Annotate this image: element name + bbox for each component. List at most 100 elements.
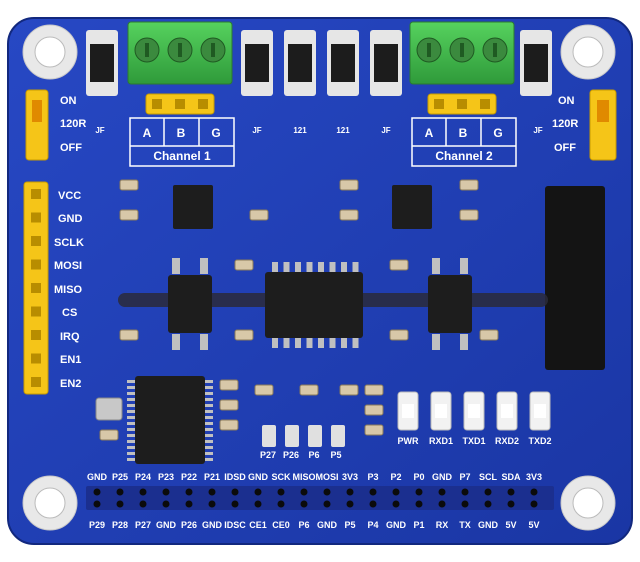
ic-pin bbox=[127, 422, 135, 425]
ic-pin bbox=[205, 410, 213, 413]
ic-pin bbox=[352, 262, 359, 272]
gpio-bottom-label: 5V bbox=[505, 520, 517, 530]
smd-component bbox=[119, 209, 139, 221]
smd-component bbox=[119, 179, 139, 191]
ic-pin bbox=[205, 446, 213, 449]
gpio-top-label: GND bbox=[87, 472, 107, 482]
ic-pin bbox=[127, 428, 135, 431]
led-label-pwr: PWR bbox=[397, 436, 419, 446]
gpio-bottom-label: P6 bbox=[298, 520, 310, 530]
gpio-bottom-label: P27 bbox=[134, 520, 152, 530]
gpio-top-label: P7 bbox=[459, 472, 471, 482]
ic-pin bbox=[127, 452, 135, 455]
gpio-bottom-label: P26 bbox=[180, 520, 198, 530]
smd-component bbox=[389, 259, 409, 271]
channel-1-title: Channel 1 bbox=[153, 149, 211, 163]
smd-component bbox=[234, 259, 254, 271]
gpio-pin bbox=[162, 488, 170, 496]
gpio-pin bbox=[346, 500, 354, 508]
gpio-bottom-label: GND bbox=[478, 520, 498, 530]
smd-component bbox=[99, 429, 119, 441]
smd-component bbox=[364, 404, 384, 416]
spi-pin bbox=[31, 306, 41, 317]
smd-component bbox=[249, 209, 269, 221]
level-shifter-chip bbox=[135, 376, 205, 464]
gpio-pin bbox=[300, 488, 308, 496]
gpio-pin bbox=[392, 500, 400, 508]
smd-component bbox=[389, 329, 409, 341]
right-switch-label-on: ON bbox=[558, 95, 575, 107]
channel-2-header bbox=[427, 93, 497, 115]
ic-pin bbox=[306, 338, 313, 348]
gpio-pin bbox=[208, 488, 216, 496]
smd-component bbox=[339, 179, 359, 191]
left-switch-label-120r: 120R bbox=[60, 118, 87, 130]
led-label-rxd2: RXD2 bbox=[494, 436, 520, 446]
channel-2-title: Channel 2 bbox=[435, 149, 493, 163]
spi-label-en1: EN1 bbox=[60, 354, 82, 366]
jumper-label-p6: P6 bbox=[308, 450, 320, 460]
ic-pin bbox=[352, 338, 359, 348]
led-label-txd2: TXD2 bbox=[528, 436, 552, 446]
ic-pin bbox=[205, 428, 213, 431]
gpio-bottom-label: GND bbox=[156, 520, 176, 530]
jumper-pad bbox=[285, 425, 299, 447]
ic-pin bbox=[329, 338, 336, 348]
ic-pin bbox=[205, 458, 213, 461]
ic-pin bbox=[205, 416, 213, 419]
smd-component bbox=[479, 329, 499, 341]
termination-switch-right[interactable] bbox=[589, 89, 617, 161]
spi-label-gnd: GND bbox=[58, 213, 83, 225]
ic-pin bbox=[127, 380, 135, 383]
ic-pin bbox=[127, 458, 135, 461]
ic-pin bbox=[205, 404, 213, 407]
ic-pin bbox=[205, 398, 213, 401]
terminal-block-channel-2[interactable] bbox=[409, 21, 515, 85]
gpio-top-label: 3V3 bbox=[525, 472, 543, 482]
ic-pin bbox=[295, 262, 301, 272]
mounting-hole-top-right bbox=[560, 24, 616, 80]
jumper-pad bbox=[331, 425, 345, 447]
gpio-pin bbox=[392, 488, 400, 496]
terminal-block-channel-1[interactable] bbox=[127, 21, 233, 85]
termination-switch-left[interactable] bbox=[25, 89, 49, 161]
gpio-bottom-label: CE1 bbox=[249, 520, 267, 530]
resistor-mark-6: JF bbox=[533, 126, 543, 135]
smd-component bbox=[234, 329, 254, 341]
spi-pin bbox=[31, 259, 41, 270]
isolator-chip-right bbox=[428, 258, 472, 350]
gpio-pin bbox=[323, 500, 331, 508]
gpio-pin bbox=[507, 488, 515, 496]
ic-pin bbox=[318, 338, 324, 348]
spi-label-vcc: VCC bbox=[58, 190, 82, 202]
gpio-top-label: P22 bbox=[180, 472, 198, 482]
right-switch-label-120r: 120R bbox=[552, 118, 579, 130]
gpio-pin bbox=[116, 488, 124, 496]
gpio-bottom-label: P4 bbox=[367, 520, 379, 530]
gpio-pin bbox=[369, 488, 377, 496]
gpio-bottom-label: GND bbox=[202, 520, 222, 530]
ic-pin bbox=[306, 262, 313, 272]
smd-component bbox=[459, 209, 479, 221]
gpio-bottom-label: GND bbox=[317, 520, 337, 530]
smd-component bbox=[299, 384, 319, 396]
mounting-hole-bottom-right bbox=[560, 475, 616, 531]
ic-pin bbox=[127, 434, 135, 437]
jumper-pad bbox=[262, 425, 276, 447]
pi-connector-right bbox=[545, 186, 605, 370]
smd-component bbox=[364, 424, 384, 436]
ic-pin bbox=[272, 338, 278, 348]
jumper-label-p27: P27 bbox=[259, 450, 277, 460]
gpio-top-label: IDSD bbox=[224, 472, 246, 482]
gpio-pin bbox=[530, 500, 538, 508]
channel-1-pin-b: B bbox=[176, 126, 186, 140]
gpio-bottom-label: GND bbox=[386, 520, 406, 530]
jumper-label-p5: P5 bbox=[330, 450, 342, 460]
gpio-pin bbox=[300, 500, 308, 508]
smd-component bbox=[219, 379, 239, 391]
smd-component bbox=[339, 209, 359, 221]
led-lens bbox=[468, 404, 480, 418]
channel-2-pin-a: A bbox=[424, 126, 434, 140]
ic-pin bbox=[283, 338, 290, 348]
